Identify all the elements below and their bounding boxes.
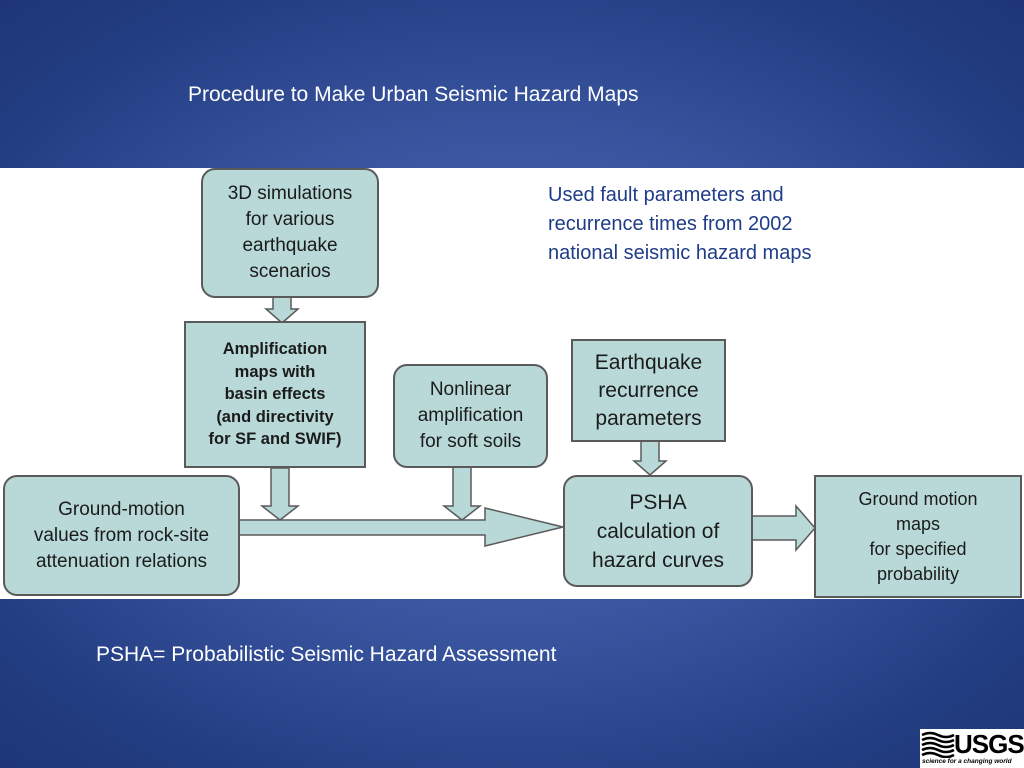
amplification-maps-box: Amplification maps with basin effects (a… [184,321,366,468]
arrow-nonlinear-down [441,465,483,521]
box-line: for various [245,209,335,230]
note-line: recurrence times from 2002 [548,213,793,235]
arrow-psha-to-maps [751,503,816,553]
psha-calculation-box: PSHA calculation of hazard curves [563,475,753,587]
box-line: Ground motion [858,488,978,509]
box-line: amplification [417,405,524,426]
box-line: 3D simulations [227,183,353,204]
usgs-wordmark: USGS [954,729,1024,759]
ground-motion-values-box: Ground-motion values from rock-site atte… [3,475,240,596]
box-line: Amplification [222,340,328,359]
box-line: Nonlinear [429,379,512,400]
box-line: parameters [595,406,702,430]
simulations-box: 3D simulations for various earthquake sc… [201,168,379,298]
box-line: probability [876,563,960,584]
box-line: values from rock-site [33,524,210,546]
arrow-amp-down [259,467,301,521]
ground-motion-maps-box: Ground motion maps for specified probabi… [814,475,1022,598]
nonlinear-amplification-box: Nonlinear amplification for soft soils [393,364,548,468]
fault-parameters-note: Used fault parameters and recurrence tim… [548,181,908,268]
note-line: Used fault parameters and [548,184,784,206]
usgs-logo: USGS science for a changing world [920,729,1024,768]
box-line: recurrence [598,378,699,402]
arrow-ground-to-psha [237,507,564,547]
box-line: maps with [234,362,316,381]
arrow-sim-to-amp [264,296,300,324]
box-line: calculation of [596,519,720,543]
box-line: attenuation relations [35,550,208,572]
usgs-tagline: science for a changing world [922,758,1012,765]
box-line: maps [895,513,940,534]
box-line: Ground-motion [58,498,185,520]
box-line: for SF and SWIF) [208,430,342,449]
slide-title: Procedure to Make Urban Seismic Hazard M… [188,83,639,106]
box-line: hazard curves [592,548,724,572]
earthquake-recurrence-box: Earthquake recurrence parameters [571,339,726,442]
arrow-recurrence-down [632,440,668,476]
box-line: basin effects [224,385,326,404]
box-line: PSHA [629,490,687,514]
psha-definition: PSHA= Probabilistic Seismic Hazard Asses… [96,643,557,666]
box-line: (and directivity [216,407,334,426]
usgs-wave-icon [921,731,955,758]
box-line: earthquake [242,235,338,256]
note-line: national seismic hazard maps [548,242,812,264]
box-line: for specified [869,538,967,559]
box-line: scenarios [249,261,331,282]
box-line: Earthquake [594,350,703,374]
box-line: for soft soils [419,431,522,452]
